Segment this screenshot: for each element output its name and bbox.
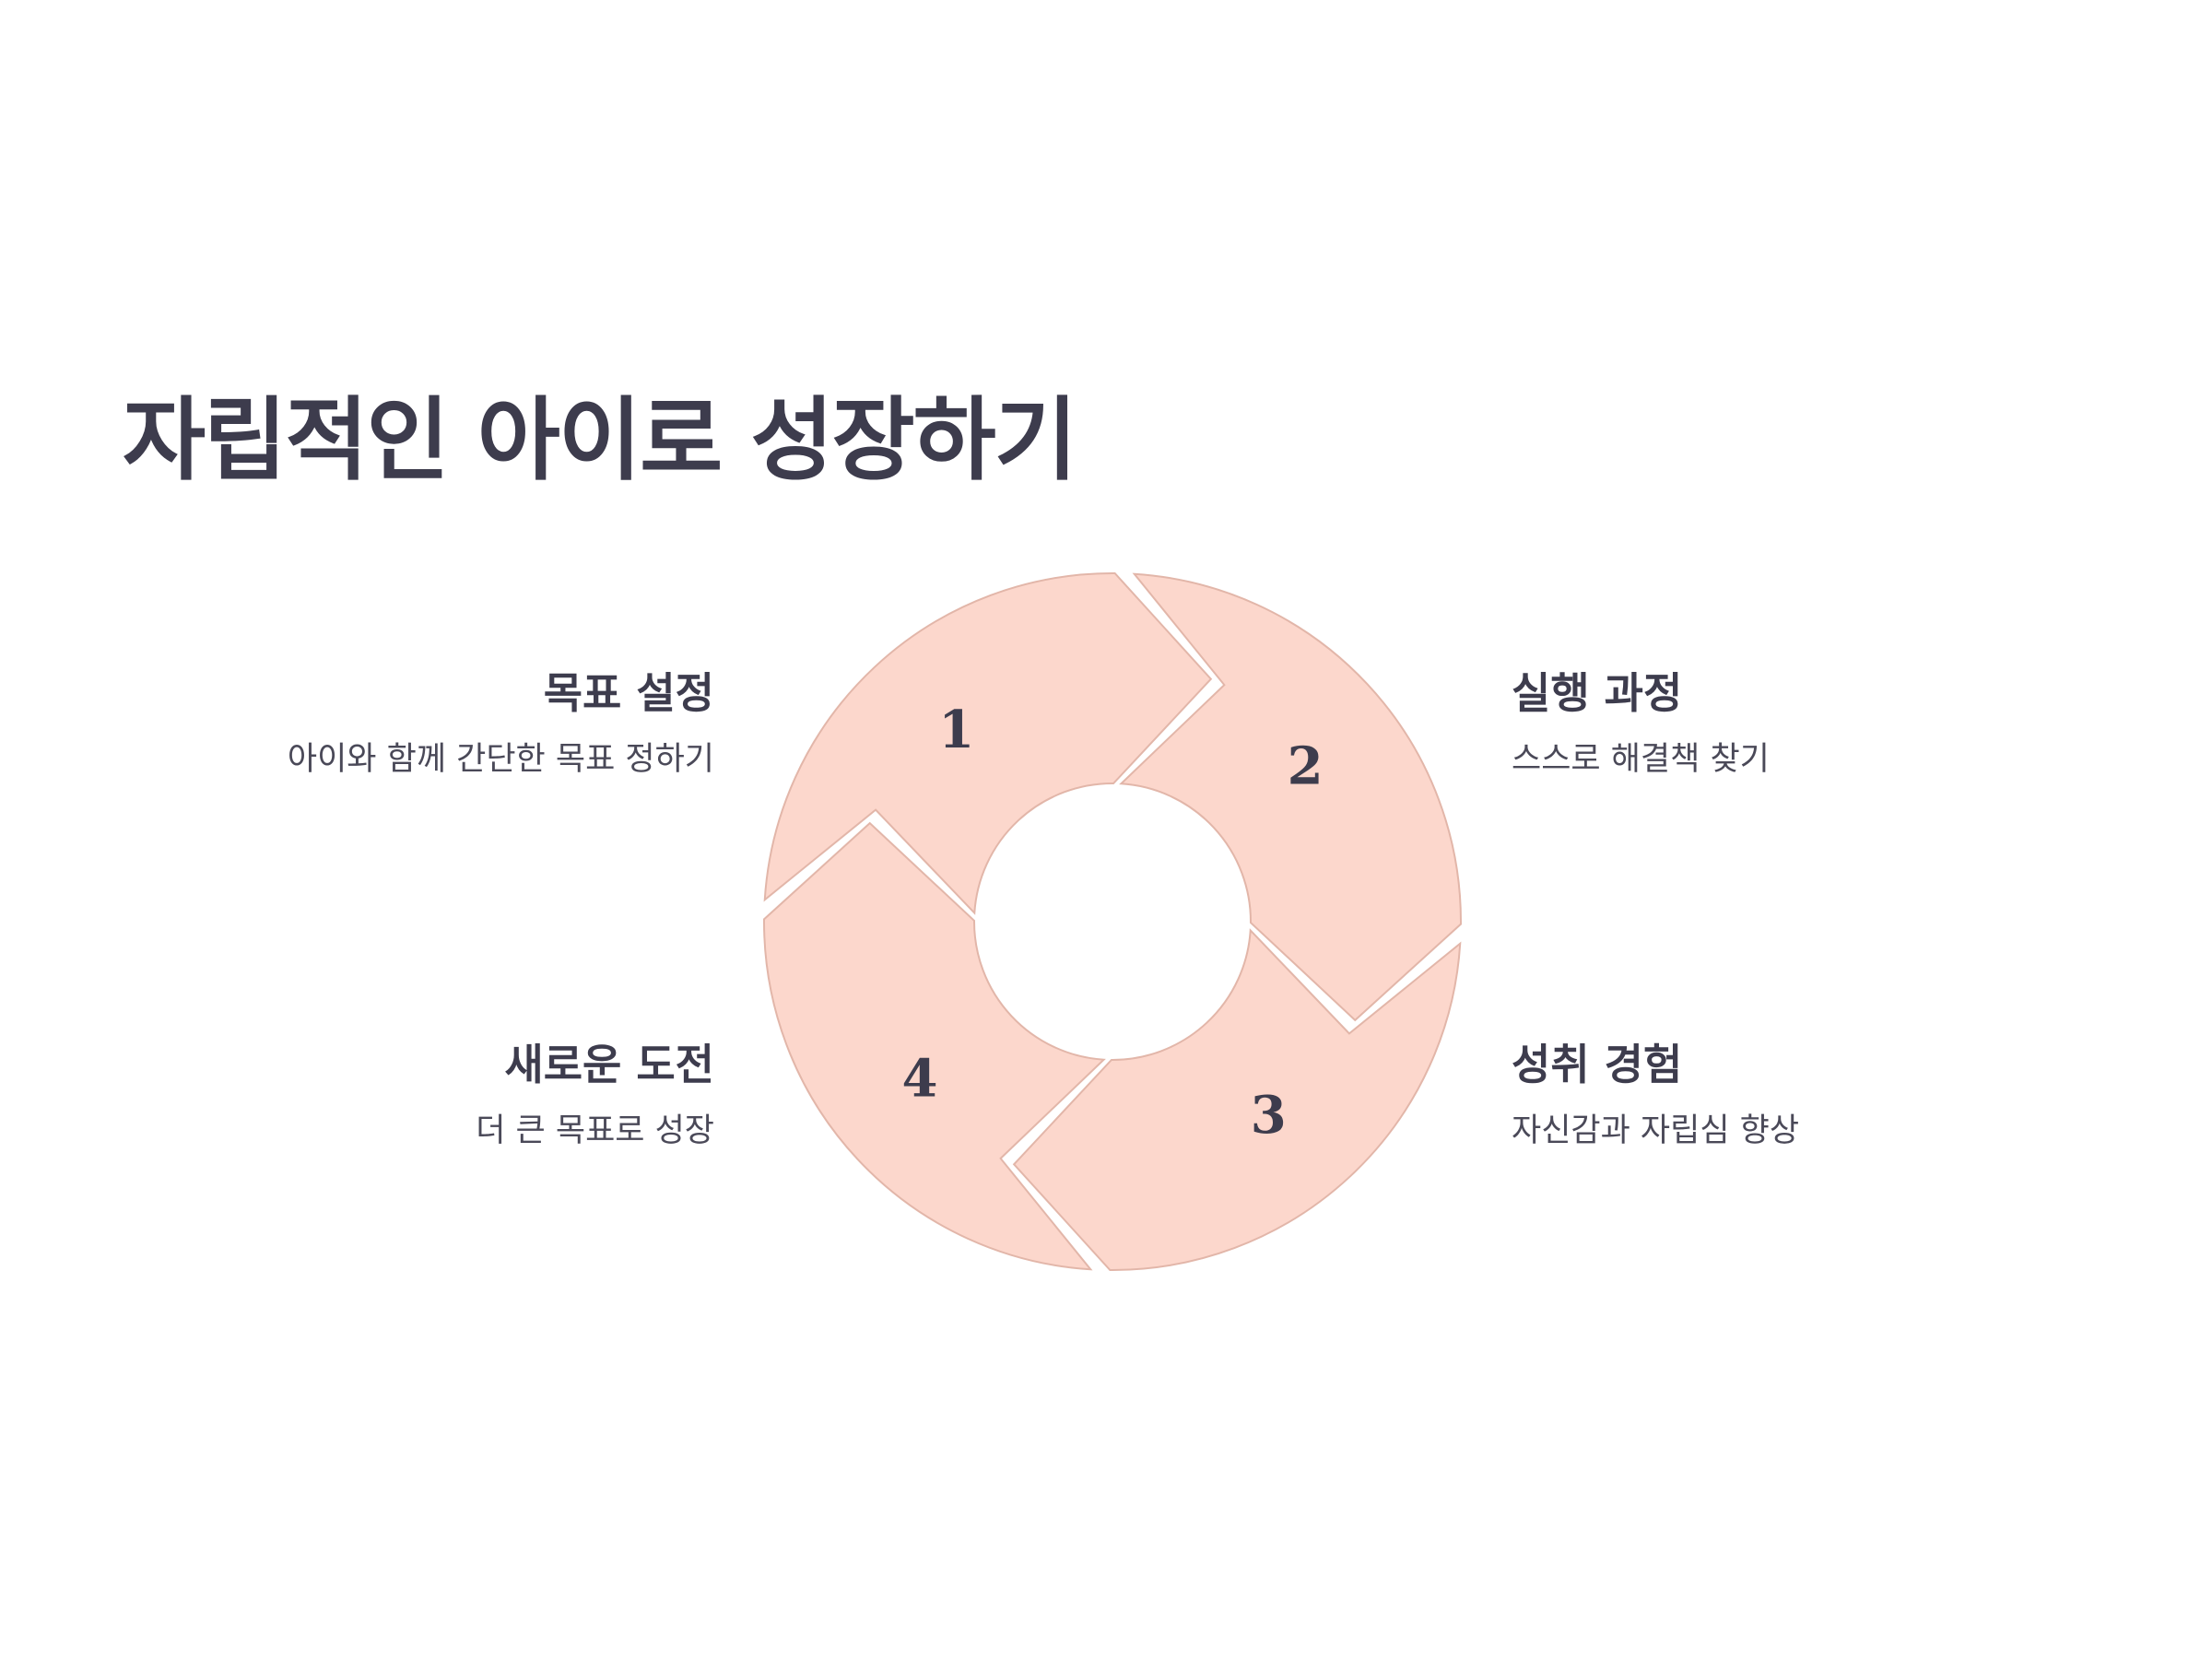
cycle-number-4: 4	[901, 1048, 937, 1109]
cycle-segment-1	[763, 572, 1213, 915]
step-heading: 목표 설정	[543, 668, 714, 718]
cycle-segment-2	[1119, 572, 1462, 1022]
cycle-segment-3	[1012, 928, 1462, 1271]
step-description: 자신감과 자립심 향상	[1512, 1112, 1800, 1150]
step-label-2: 실행 과정 스스로 해결책 찾기	[1512, 668, 2157, 782]
cycle-number-2: 2	[1288, 736, 1324, 797]
step-description: 아이와 함께 간단한 목표 정하기	[287, 741, 714, 779]
page-title: 자립적인 아이로 성장하기	[123, 388, 1077, 493]
step-description: 스스로 해결책 찾기	[1512, 741, 1770, 779]
step-label-3: 성취 경험 자신감과 자립심 향상	[1512, 1040, 2157, 1153]
cycle-numbers: 1 2 3 4	[901, 700, 1323, 1146]
cycle-segment-4	[763, 821, 1106, 1271]
cycle-number-1: 1	[938, 700, 974, 760]
step-heading: 성취 경험	[1512, 1040, 1683, 1089]
step-heading: 실행 과정	[1512, 668, 1683, 718]
step-description: 더 큰 목표로 성장	[476, 1112, 714, 1150]
step-label-1: 목표 설정 아이와 함께 간단한 목표 정하기	[69, 668, 714, 782]
step-heading: 새로운 도전	[504, 1040, 714, 1089]
cycle-number-3: 3	[1251, 1085, 1287, 1146]
cycle-segments	[763, 572, 1462, 1271]
step-label-4: 새로운 도전 더 큰 목표로 성장	[69, 1040, 714, 1153]
